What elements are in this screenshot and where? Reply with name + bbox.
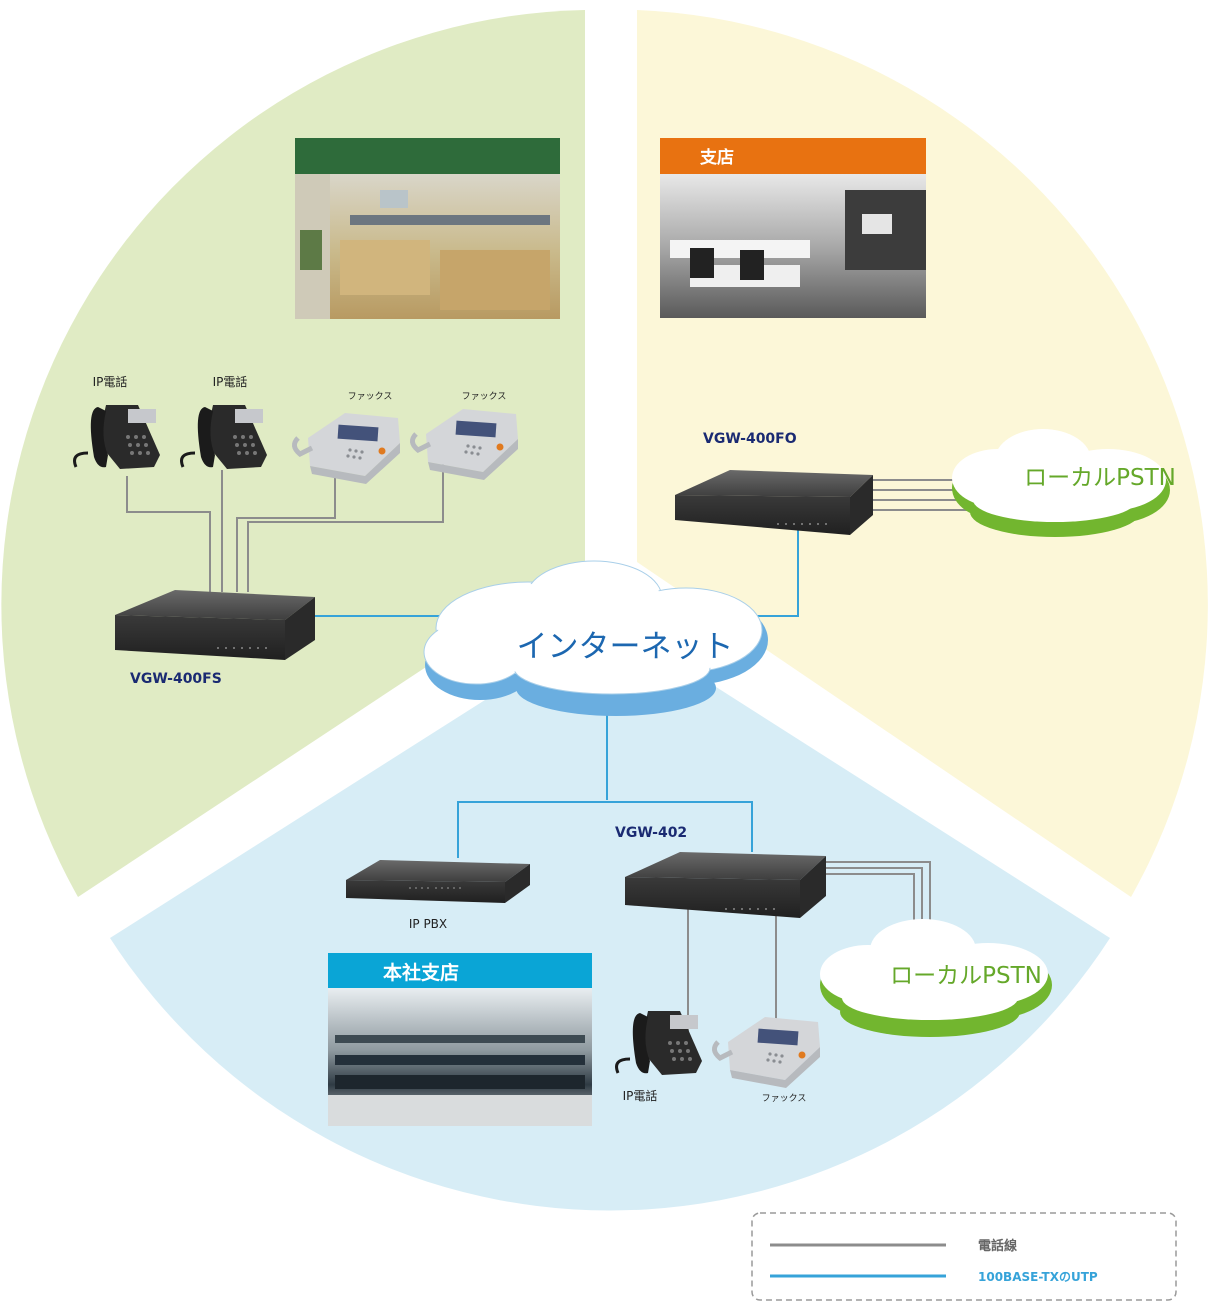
right-site-title: 支店: [700, 147, 734, 168]
fax-3-label: ファックス: [762, 1093, 807, 1104]
ip-phone-1-icon: [73, 405, 160, 469]
utp-lines: [315, 530, 799, 858]
vgw-402-label: VGW-402: [615, 825, 687, 841]
ip-phone-3-icon: [615, 1011, 702, 1075]
ip-phone-2-label: IP電話: [213, 374, 248, 389]
fax-3-icon: [712, 1017, 820, 1088]
pstn-cloud-right: [952, 429, 1170, 537]
fax-1-icon: [292, 413, 400, 484]
vgw-400fo-device: [675, 470, 873, 535]
ip-pbx-label: IP PBX: [409, 917, 447, 931]
ip-pbx-device: [346, 860, 530, 903]
legend-utp-label: 100BASE-TXのUTP: [978, 1270, 1098, 1284]
legend: 電話線 100BASE-TXのUTP: [751, 1212, 1177, 1301]
legend-phone-line-label: 電話線: [978, 1238, 1018, 1254]
fax-2-label: ファックス: [462, 391, 507, 402]
right-office-photo: [660, 174, 926, 318]
internet-cloud: [423, 560, 768, 716]
ip-phone-3-label: IP電話: [623, 1088, 658, 1103]
pstn-label-bottom: ローカルPSTN: [890, 963, 1042, 989]
vgw-400fs-device: [115, 590, 315, 660]
bottom-office-photo: [328, 988, 592, 1126]
legend-box: [751, 1212, 1177, 1301]
bottom-site-title: 本社支店: [383, 961, 459, 984]
internet-label: インターネット: [517, 629, 734, 665]
ip-phone-1-label: IP電話: [93, 374, 128, 389]
vgw-402-device: [625, 852, 826, 918]
ip-phone-2-icon: [180, 405, 267, 469]
fax-2-icon: [410, 409, 518, 480]
pstn-cloud-bottom: [820, 919, 1052, 1037]
fax-1-label: ファックス: [348, 391, 393, 402]
right-site-header: [660, 138, 926, 174]
pstn-label-right: ローカルPSTN: [1024, 465, 1176, 491]
vgw-400fs-label: VGW-400FS: [130, 671, 222, 687]
left-office-photo: [295, 174, 560, 319]
bottom-site-header: [328, 953, 592, 988]
left-site-header: [295, 138, 560, 174]
vgw-400fo-label: VGW-400FO: [703, 431, 797, 447]
